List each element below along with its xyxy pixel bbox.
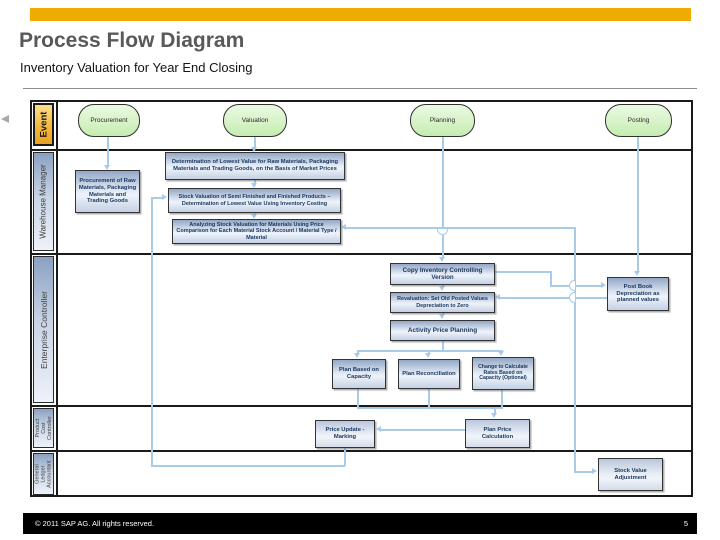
- connector-copy-postbook: [550, 271, 552, 286]
- connector-planning-copyinventory: [442, 137, 444, 229]
- event-label: Valuation: [241, 117, 269, 124]
- connector-posting-postbook: [637, 137, 639, 272]
- task-stock-valuation-semi-finished: Stock Valuation of Semi Finished and Fin…: [168, 188, 341, 213]
- task-stock-value-adjustment: Stock Value Adjustment: [598, 458, 663, 491]
- arrowhead: [251, 147, 257, 152]
- lane-divider: [30, 253, 693, 255]
- arrowhead: [439, 314, 445, 319]
- connector-activity-planrecon: [428, 350, 430, 354]
- connector-to-stockvalueadj: [574, 471, 593, 473]
- connector-priceupdate-loop: [344, 448, 346, 466]
- page-title: Process Flow Diagram: [19, 29, 245, 52]
- connector-activity-bus: [442, 341, 444, 351]
- lane-divider: [30, 405, 693, 407]
- connector-activity-planbased: [357, 350, 359, 354]
- event-label: Posting: [627, 117, 650, 124]
- label-column-divider: [56, 100, 58, 497]
- slide-marker-icon: [1, 115, 9, 123]
- connector-valuation: [254, 137, 256, 148]
- arrowhead: [491, 413, 497, 418]
- lane-label-general-ledger-accountant: General Ledger Accountant: [33, 453, 54, 495]
- task-plan-reconciliation: Plan Reconciliation: [398, 359, 460, 389]
- connector-planprice-priceupdate: [381, 429, 465, 431]
- connector-priceupdate-loop: [151, 198, 153, 466]
- arrowhead: [425, 353, 431, 358]
- line-jump: [569, 292, 575, 303]
- task-activity-price-planning: Activity Price Planning: [390, 320, 495, 341]
- page-number: 5: [683, 519, 688, 528]
- event-oval-valuation: Valuation: [223, 104, 287, 137]
- connector-priceupdate-loop: [151, 465, 345, 467]
- task-revaluation-set-old-posted: Revaluation: Set Old Posted Values Depre…: [390, 292, 495, 313]
- event-oval-procurement: Procurement: [78, 104, 140, 137]
- arrowhead: [354, 353, 360, 358]
- line-jump: [569, 280, 575, 291]
- task-post-book-depreciation: Post Book Depreciation as planned values: [607, 277, 669, 311]
- arrowhead: [251, 214, 257, 219]
- task-plan-based-on-capacity: Plan Based on Capacity: [332, 359, 386, 389]
- arrowhead: [251, 183, 257, 188]
- task-plan-price-calculation: Plan Price Calculation: [465, 419, 530, 448]
- task-change-calculate-rates: Change to Calculate Rates Based on Capac…: [472, 357, 534, 390]
- connector-priceupdate-loop: [151, 197, 163, 199]
- connector-planrecon-bus: [428, 389, 430, 408]
- lane-label-warehouse-manager: Warehouse Manager: [33, 152, 54, 251]
- connector-to-analyzing: [346, 227, 575, 229]
- connector-bus-planprice: [494, 407, 496, 415]
- arrowhead: [592, 468, 597, 474]
- arrowhead: [498, 351, 504, 356]
- header-divider: [23, 88, 697, 89]
- connector-planning-copyinventory: [442, 235, 444, 258]
- lane-divider: [30, 149, 693, 151]
- task-analyzing-stock-valuation: Analyzing Stock Valuation for Materials …: [172, 219, 341, 244]
- diagram-frame: [30, 100, 693, 497]
- connector-determination-stockval: [254, 180, 256, 184]
- arrowhead: [601, 282, 606, 288]
- connector-activity-bus: [357, 350, 503, 352]
- connector-postbook-revaluation: [500, 297, 607, 299]
- copyright-text: © 2011 SAP AG. All rights reserved.: [35, 519, 155, 528]
- connector-changecalc-bus: [501, 390, 503, 408]
- connector-vertical-bus: [574, 227, 576, 473]
- arrowhead: [439, 257, 445, 262]
- event-oval-planning: Planning: [410, 104, 475, 137]
- connector-copy-postbook: [550, 285, 602, 287]
- connector-copy-postbook: [495, 271, 551, 273]
- lane-label-product-cost-controller: Product Cost Controller: [33, 408, 54, 448]
- arrowhead: [439, 286, 445, 291]
- event-oval-posting: Posting: [605, 104, 672, 137]
- page-subtitle: Inventory Valuation for Year End Closing: [20, 60, 253, 75]
- task-copy-inventory-controlling-version: Copy Inventory Controlling Version: [390, 263, 495, 285]
- lane-divider: [30, 450, 693, 452]
- accent-bar: [30, 8, 691, 21]
- arrowhead: [341, 224, 346, 230]
- arrowhead: [495, 294, 500, 300]
- task-procurement-raw-materials: Procurement of Raw Materials, Packaging …: [75, 170, 140, 213]
- lane-label-enterprise-controller: Enterprise Controller: [33, 256, 54, 403]
- event-label: Procurement: [90, 117, 128, 124]
- connector-planbased-bus: [357, 389, 359, 408]
- arrowhead: [104, 165, 110, 170]
- footer-bar: © 2011 SAP AG. All rights reserved. 5: [23, 513, 697, 534]
- connector-plan-bus: [357, 407, 503, 409]
- task-price-update-marking: Price Update - Marking: [315, 420, 375, 448]
- event-label: Planning: [429, 117, 456, 124]
- lane-label-event: Event: [33, 103, 54, 146]
- arrowhead: [376, 426, 381, 432]
- arrowhead: [162, 194, 167, 200]
- connector-procurement: [107, 137, 109, 166]
- task-determination-lowest-value: Determination of Lowest Value for Raw Ma…: [165, 152, 345, 180]
- arrowhead: [634, 271, 640, 276]
